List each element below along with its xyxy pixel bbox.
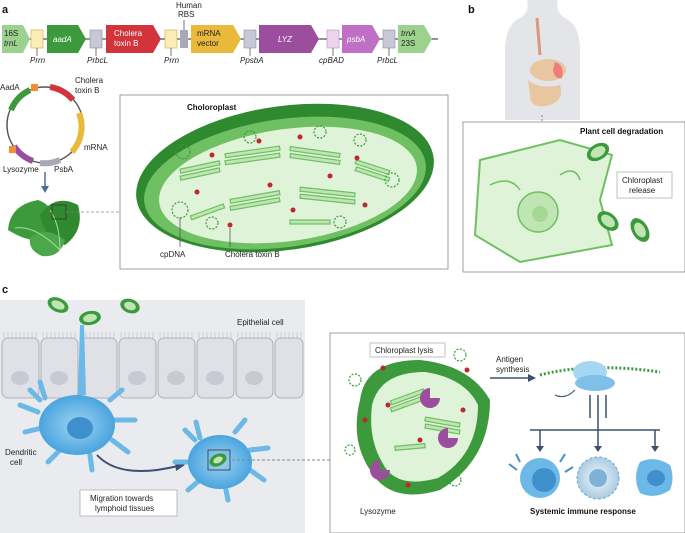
plasmid-aada-label: AadA [0, 83, 20, 92]
trnl-label-1: 16S [4, 29, 18, 38]
trna-label-2: 23S [401, 39, 415, 48]
gene-construct: 16S trnL Prrn aadA PrbcL Cholera toxin B… [2, 1, 438, 65]
cholera-label-1: Cholera [114, 29, 143, 38]
epithelial-cell-label: Epithelial cell [237, 318, 284, 327]
dendritic-cell-label-1: Dendritic [5, 448, 37, 457]
prbcl-promoter-box [89, 29, 103, 49]
epithelium-panel: Epithelial cell Dendritic cell Migrat [0, 297, 330, 533]
trna-label-1: trnA [401, 29, 416, 38]
chloroplast-release-label-1: Chloroplast [622, 176, 663, 185]
prrn-promoter-box-2 [164, 29, 178, 49]
plasmid-psba-arc [39, 157, 62, 167]
cpbad-box [326, 29, 340, 49]
panel-a-label: a [2, 4, 9, 16]
panel-c-label: c [2, 284, 8, 296]
cpbad-label: cpBAD [319, 56, 344, 65]
plasmid-cholera-label-1: Cholera [75, 76, 104, 85]
chloroplast-stroma [159, 126, 417, 244]
rbs-box [180, 30, 188, 48]
prrn-label: Prrn [30, 56, 46, 65]
plasmid-mrna-label: mRNA [84, 143, 108, 152]
plasmid-mrna-arc [69, 111, 85, 154]
immune-response-label: Systemic immune response [530, 507, 636, 516]
rbs-label-1: Human [176, 1, 202, 10]
mrna-label-1: mRNA [197, 29, 221, 38]
spinach-leaves [8, 200, 120, 257]
ppsba-promoter-box [243, 29, 257, 49]
dendritic-cell-label-2: cell [10, 458, 22, 467]
macrophage [636, 459, 673, 496]
chloroplast-panel: Choloroplast [119, 94, 449, 270]
lyz-segment [259, 25, 319, 53]
prrn-promoter-box [30, 29, 44, 49]
prrn-label-2: Prrn [164, 56, 180, 65]
prbcl-label: PrbcL [87, 56, 108, 65]
cholera-toxin-label: Cholera toxin B [225, 250, 280, 259]
dendritic-cell-1 [17, 379, 138, 473]
plasmid-cholera-label-2: toxin B [75, 86, 99, 95]
cpdna-label: cpDNA [160, 250, 186, 259]
psba-construct-label: psbA [346, 35, 365, 44]
prbcl-promoter-box-2 [382, 29, 396, 49]
mrna-label-2: vector [197, 39, 219, 48]
antigen-synthesis-label-2: synthesis [496, 365, 529, 374]
chloroplast-release-label-2: release [629, 186, 656, 195]
aada-label: aadA [53, 35, 72, 44]
plasmid-psba-label: PsbA [54, 165, 74, 174]
migration-label-1: Migration towards [90, 494, 153, 503]
panel-b-label: b [468, 4, 475, 16]
trnl-segment [2, 25, 30, 53]
plasmid-diagram: AadA Cholera toxin B mRNA Lysozyme PsbA [0, 76, 108, 193]
b-cell [508, 453, 574, 498]
lysozyme-label: Lysozyme [360, 507, 396, 516]
prbcl-label-2: PrbcL [377, 56, 398, 65]
neutrophil [576, 456, 620, 500]
mrna-strand [539, 366, 661, 377]
mrna-vector-segment [191, 25, 241, 53]
chloroplast-title: Choloroplast [187, 103, 237, 112]
cholera-label-2: toxin B [114, 39, 138, 48]
plasmid-lysozyme-label: Lysozyme [3, 165, 39, 174]
aada-segment [47, 25, 86, 53]
plant-cell-panel: Plant cell degradation Chloroplast relea… [462, 121, 685, 273]
immune-response-panel: Chloroplast lysis Lysozyme Antigen synth… [329, 332, 685, 533]
rbs-label-2: RBS [178, 10, 194, 19]
ppsba-label: PpsbA [240, 56, 264, 65]
trna-segment [398, 25, 432, 53]
migration-label-2: lymphoid tissues [95, 504, 154, 513]
plasmid-aada-arc [8, 87, 32, 112]
psba-segment [342, 25, 380, 53]
plant-cell-title: Plant cell degradation [580, 127, 663, 136]
plasmid-lysozyme-arc [11, 144, 35, 164]
trnl-label-2: trnL [4, 39, 18, 48]
dendritic-cell-2 [172, 417, 271, 503]
plasmid-cholera-arc [49, 84, 76, 103]
chloroplast-lysis-label: Chloroplast lysis [375, 346, 433, 355]
lyz-label: LYZ [278, 35, 293, 44]
cholera-toxin-segment [106, 25, 161, 53]
antigen-synthesis-label-1: Antigen [496, 355, 523, 364]
human-body [505, 0, 580, 122]
